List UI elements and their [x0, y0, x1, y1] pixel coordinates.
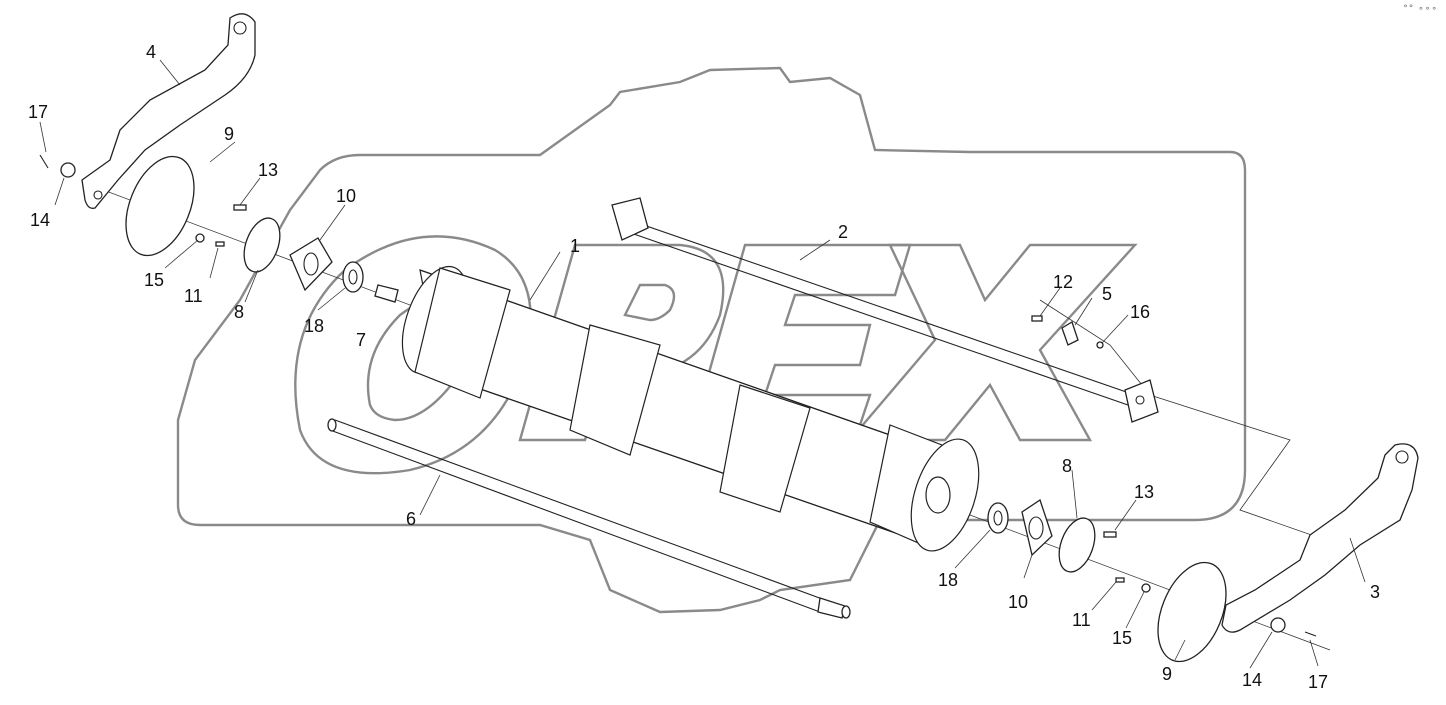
bolt-12: [1031, 315, 1043, 322]
left-disc: [125, 155, 195, 257]
callout-14-right: 14: [1242, 670, 1262, 690]
callout-7: 7: [356, 330, 366, 350]
callout-15-left: 15: [144, 270, 164, 290]
callout-18-right: 18: [938, 570, 958, 590]
callout-8-left: 8: [234, 302, 244, 322]
drum-band-middle: [569, 324, 661, 456]
callout-2: 2: [838, 222, 848, 242]
bushing: [374, 284, 399, 303]
callout-16: 16: [1130, 302, 1150, 322]
right-ring: [1058, 517, 1096, 573]
drum-band-right: [719, 384, 811, 513]
callout-13-right: 13: [1134, 482, 1154, 502]
drum-cylinder: [401, 265, 980, 552]
callout-15-right: 15: [1112, 628, 1132, 648]
callout-4: 4: [146, 42, 156, 62]
left-bolt-13: [233, 204, 247, 211]
drum-band-left: [414, 267, 511, 399]
right-cotter-pin: [1304, 631, 1317, 637]
callout-17-right: 17: [1308, 672, 1328, 692]
left-cotter-pin: [39, 154, 49, 169]
callout-11-left: 11: [184, 286, 203, 306]
callout-labels: 1 2 3 4 5 6 7 8 8 9 9 10 10 11 11 12 13 …: [28, 42, 1380, 692]
callout-9-left: 9: [224, 124, 234, 144]
left-nut: [60, 162, 76, 178]
callout-1: 1: [570, 236, 580, 256]
callout-6: 6: [406, 509, 416, 529]
axle-shaft: [327, 418, 851, 619]
callout-17-left: 17: [28, 102, 48, 122]
leader-lines: [39, 59, 1366, 669]
callout-3: 3: [1370, 582, 1380, 602]
nut-16: [1096, 341, 1104, 349]
tie-rod-flange-right: [1124, 379, 1159, 423]
callout-10-right: 10: [1008, 592, 1028, 612]
callout-10-left: 10: [336, 186, 356, 206]
drum-bore: [925, 476, 951, 514]
clamp-plate-5: [1061, 321, 1079, 346]
callout-5: 5: [1102, 284, 1112, 304]
tie-rod: [611, 197, 1159, 423]
left-bearing-housing: [289, 237, 333, 292]
corner-mark: °° ∘∘∘: [1403, 4, 1438, 14]
left-ring: [243, 217, 281, 273]
callout-11-right: 11: [1072, 610, 1091, 630]
callout-9-right: 9: [1162, 664, 1172, 684]
left-bolt-11: [215, 241, 225, 247]
watermark-letter-x: [847, 243, 1138, 442]
right-washer: [1141, 583, 1151, 593]
left-bearing: [342, 261, 364, 293]
callout-13-left: 13: [258, 160, 278, 180]
right-disc: [1157, 561, 1227, 663]
right-bearing: [987, 502, 1009, 534]
bracket-axis-line: [1039, 299, 1341, 546]
right-bolt-11: [1115, 577, 1125, 583]
callout-14-left: 14: [30, 210, 50, 230]
left-arm-bracket: [81, 13, 256, 209]
callout-8-right: 8: [1062, 456, 1072, 476]
right-bearing-housing: [1021, 498, 1053, 557]
callout-18-left: 18: [304, 316, 324, 336]
callout-12: 12: [1053, 272, 1073, 292]
right-nut: [1270, 617, 1286, 633]
right-bolt-13: [1103, 531, 1117, 538]
right-arm-bracket: [1221, 443, 1419, 633]
tie-rod-flange-left: [611, 197, 649, 241]
